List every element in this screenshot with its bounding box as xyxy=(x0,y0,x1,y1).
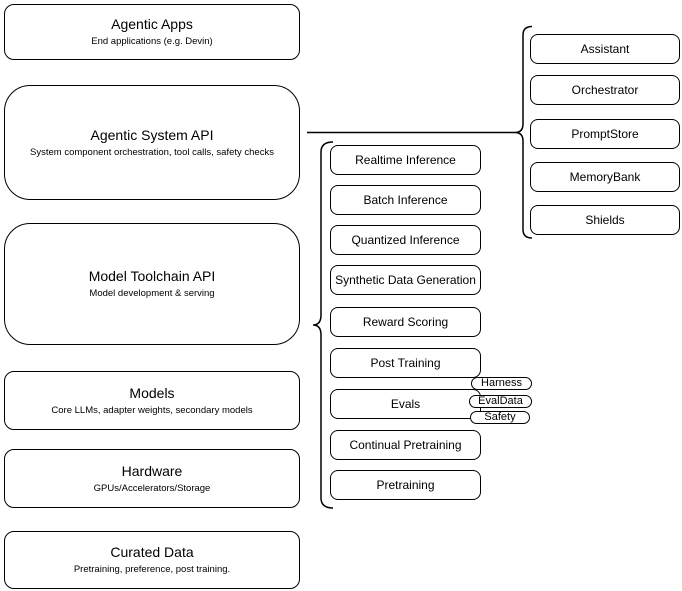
node-assistant: Assistant xyxy=(530,34,680,64)
box-title: Hardware xyxy=(121,462,183,479)
node-continual-pretraining: Continual Pretraining xyxy=(330,430,481,460)
box-subtitle: Model development & serving xyxy=(89,288,215,299)
box-title: Agentic System API xyxy=(90,126,214,143)
tag-evaldata: EvalData xyxy=(469,395,532,408)
node-post-training: Post Training xyxy=(330,348,481,378)
box-agentic-apps: Agentic Apps End applications (e.g. Devi… xyxy=(4,4,300,60)
node-pretraining: Pretraining xyxy=(330,470,481,500)
box-title: Models xyxy=(129,384,175,401)
node-promptstore: PromptStore xyxy=(530,119,680,149)
box-curated-data: Curated Data Pretraining, preference, po… xyxy=(4,531,300,589)
box-hardware: Hardware GPUs/Accelerators/Storage xyxy=(4,449,300,508)
node-realtime-inference: Realtime Inference xyxy=(330,145,481,175)
box-models: Models Core LLMs, adapter weights, secon… xyxy=(4,371,300,430)
box-subtitle: End applications (e.g. Devin) xyxy=(91,36,213,47)
box-title: Model Toolchain API xyxy=(88,268,216,284)
box-subtitle: System component orchestration, tool cal… xyxy=(30,146,274,158)
node-synthetic-data-generation: Synthetic Data Generation xyxy=(330,265,481,295)
box-title: Agentic Apps xyxy=(111,16,193,32)
box-subtitle: Core LLMs, adapter weights, secondary mo… xyxy=(51,404,253,416)
tag-safety: Safety xyxy=(470,411,530,424)
box-subtitle: GPUs/Accelerators/Storage xyxy=(93,482,211,494)
box-model-toolchain-api: Model Toolchain API Model development & … xyxy=(4,223,300,345)
node-batch-inference: Batch Inference xyxy=(330,185,481,215)
node-orchestrator: Orchestrator xyxy=(530,75,680,105)
box-subtitle: Pretraining, preference, post training. xyxy=(73,564,231,575)
node-evals: Evals xyxy=(330,389,481,419)
tag-harness: Harness xyxy=(471,377,532,390)
node-reward-scoring: Reward Scoring xyxy=(330,307,481,337)
node-memorybank: MemoryBank xyxy=(530,162,680,192)
node-shields: Shields xyxy=(530,205,680,235)
box-agentic-system-api: Agentic System API System component orch… xyxy=(4,85,300,200)
box-title: Curated Data xyxy=(110,544,194,560)
node-quantized-inference: Quantized Inference xyxy=(330,225,481,255)
